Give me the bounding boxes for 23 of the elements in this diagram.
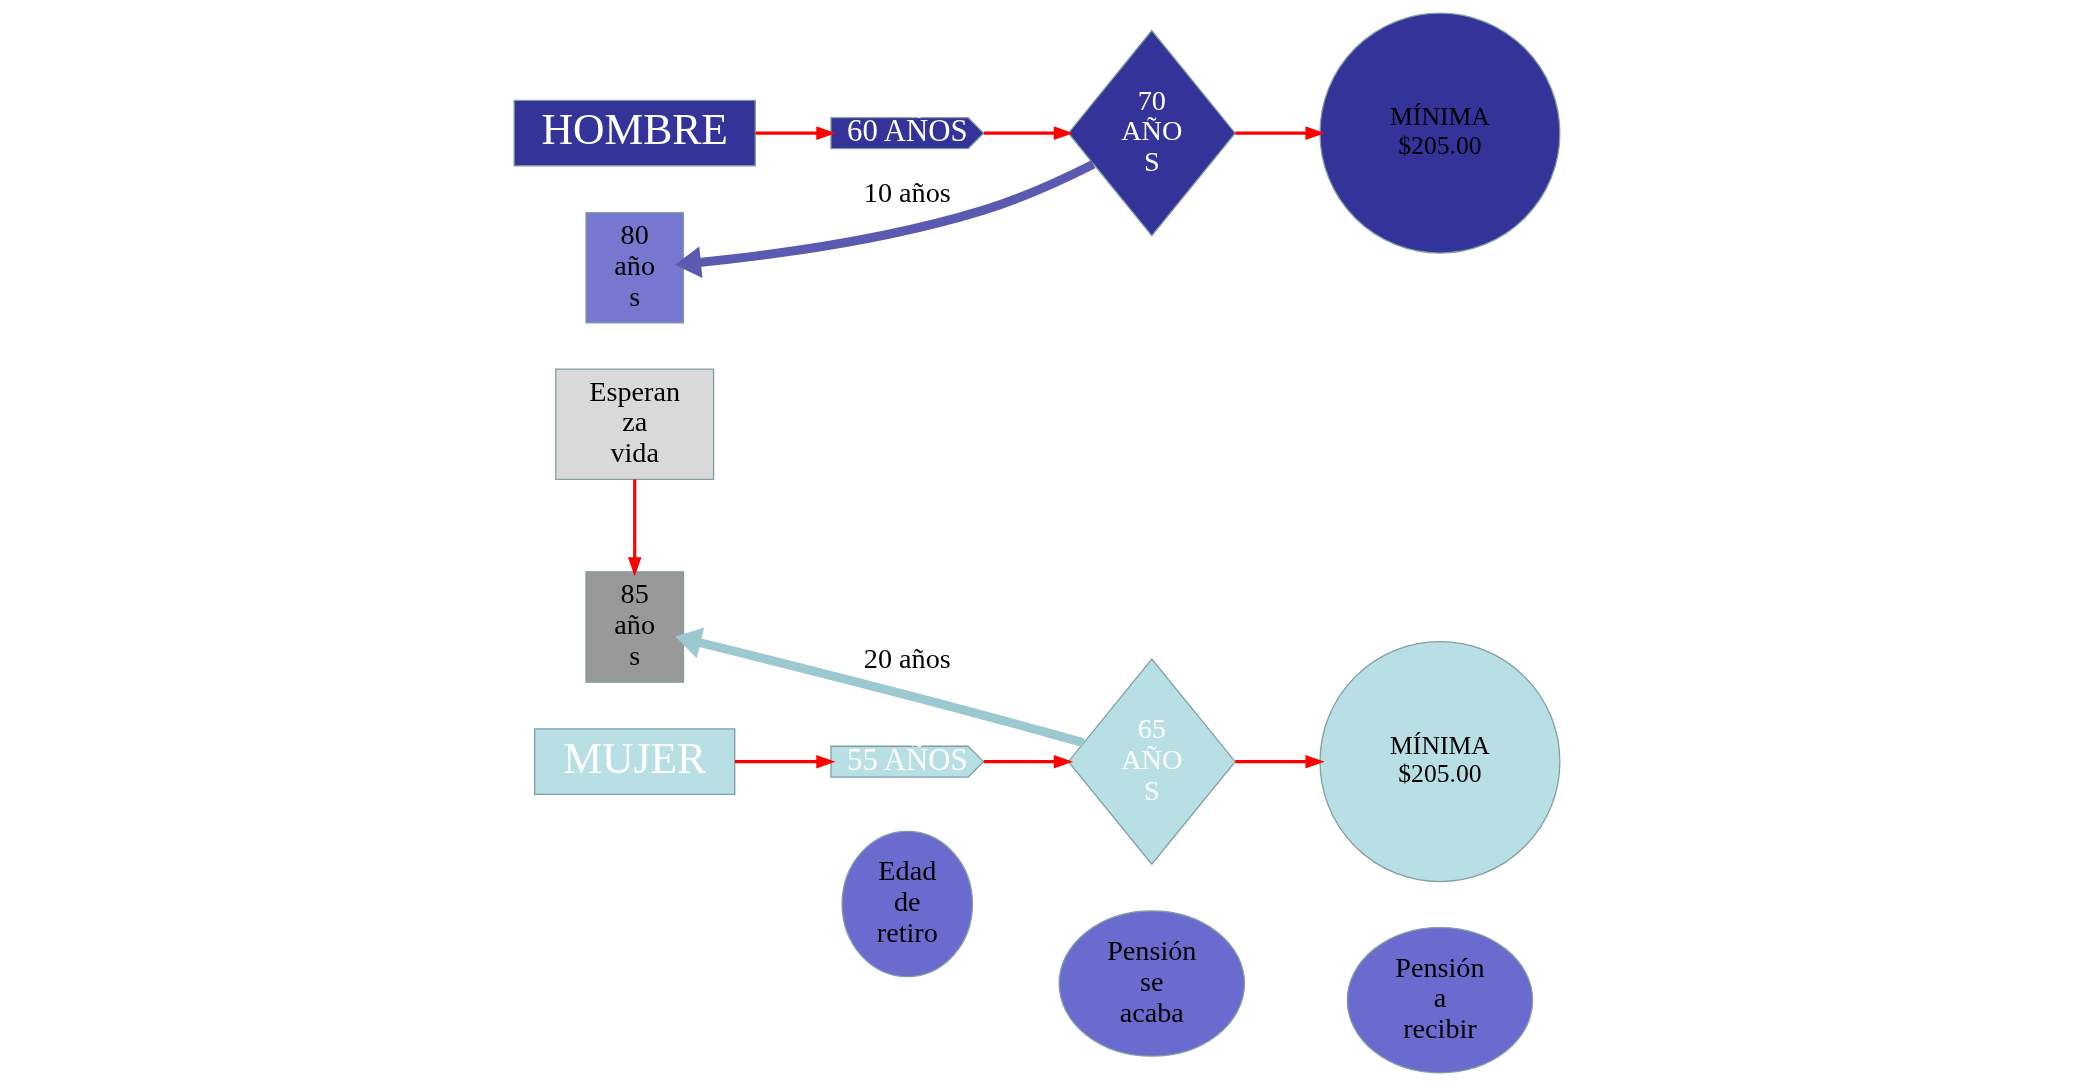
node-diamond: 65 AÑO S [1067,658,1236,866]
node-box: 85 año s [585,571,685,683]
edge-label: 10 años [863,176,951,208]
edge-label: 20 años [863,642,951,674]
node-ellipse: Edad de retiro [841,830,974,978]
arrow [983,754,1074,769]
arrow [1235,754,1325,769]
arrow [675,160,1096,279]
node-box: HOMBRE [513,99,756,167]
arrow [1235,126,1325,140]
node-box: 80 año s [585,212,685,324]
arrow [983,126,1074,140]
arrow [735,754,836,769]
arrow [675,627,1085,748]
node-circle: MÍNIMA $205.00 [1319,12,1561,254]
arrow [755,126,836,140]
node-diamond: 70 AÑO S [1067,29,1236,237]
node-circle: MÍNIMA $205.00 [1319,641,1561,883]
node-ellipse: Pensión se acaba [1058,910,1246,1057]
arrow [627,479,642,577]
node-ellipse: Pensión a recibir [1346,926,1534,1074]
node-box: Esperan za vida [555,368,715,481]
node-box: MUJER [534,728,736,795]
